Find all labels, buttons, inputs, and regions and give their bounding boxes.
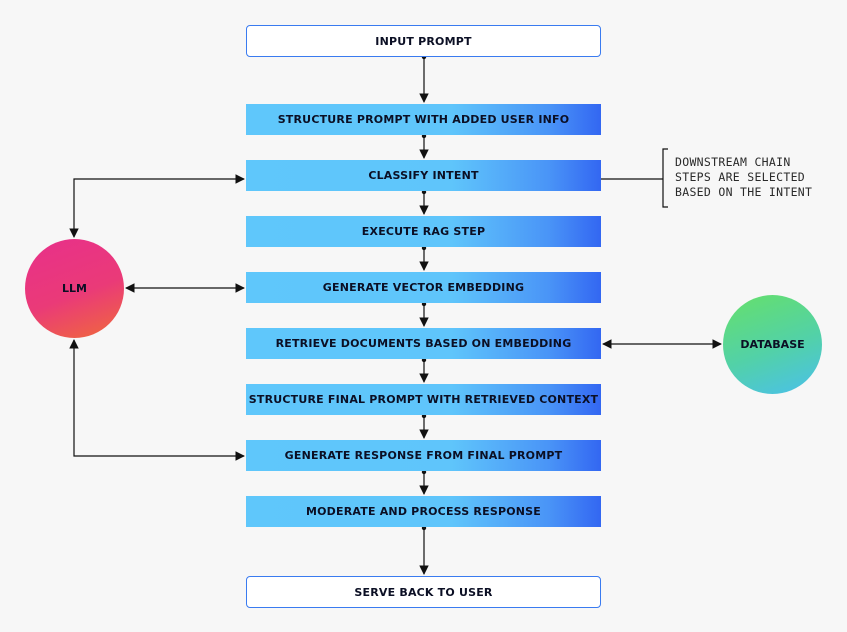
connector-llm-response (69, 339, 245, 461)
step-structure-final-prompt: STRUCTURE FINAL PROMPT WITH RETRIEVED CO… (246, 384, 601, 415)
connector-llm-classify (69, 174, 245, 238)
step-retrieve-documents: RETRIEVE DOCUMENTS BASED ON EMBEDDING (246, 328, 601, 359)
llm-label: LLM (62, 282, 87, 295)
llm-node: LLM (25, 239, 124, 338)
step-classify-intent: CLASSIFY INTENT (246, 160, 601, 191)
annotation-line: DOWNSTREAM CHAIN (675, 155, 791, 169)
database-label: DATABASE (740, 338, 805, 351)
step-structure-prompt: STRUCTURE PROMPT WITH ADDED USER INFO (246, 104, 601, 135)
annotation-line: BASED ON THE INTENT (675, 185, 813, 199)
step-generate-embedding: GENERATE VECTOR EMBEDDING (246, 272, 601, 303)
database-node: DATABASE (723, 295, 822, 394)
step-moderate-response: MODERATE AND PROCESS RESPONSE (246, 496, 601, 527)
step-execute-rag: EXECUTE RAG STEP (246, 216, 601, 247)
annotation-line: STEPS ARE SELECTED (675, 170, 806, 184)
step-serve-back: SERVE BACK TO USER (246, 576, 601, 608)
annotation-bracket (662, 148, 668, 208)
intent-annotation: DOWNSTREAM CHAIN STEPS ARE SELECTED BASE… (675, 155, 812, 200)
step-input-prompt: INPUT PROMPT (246, 25, 601, 57)
step-generate-response: GENERATE RESPONSE FROM FINAL PROMPT (246, 440, 601, 471)
